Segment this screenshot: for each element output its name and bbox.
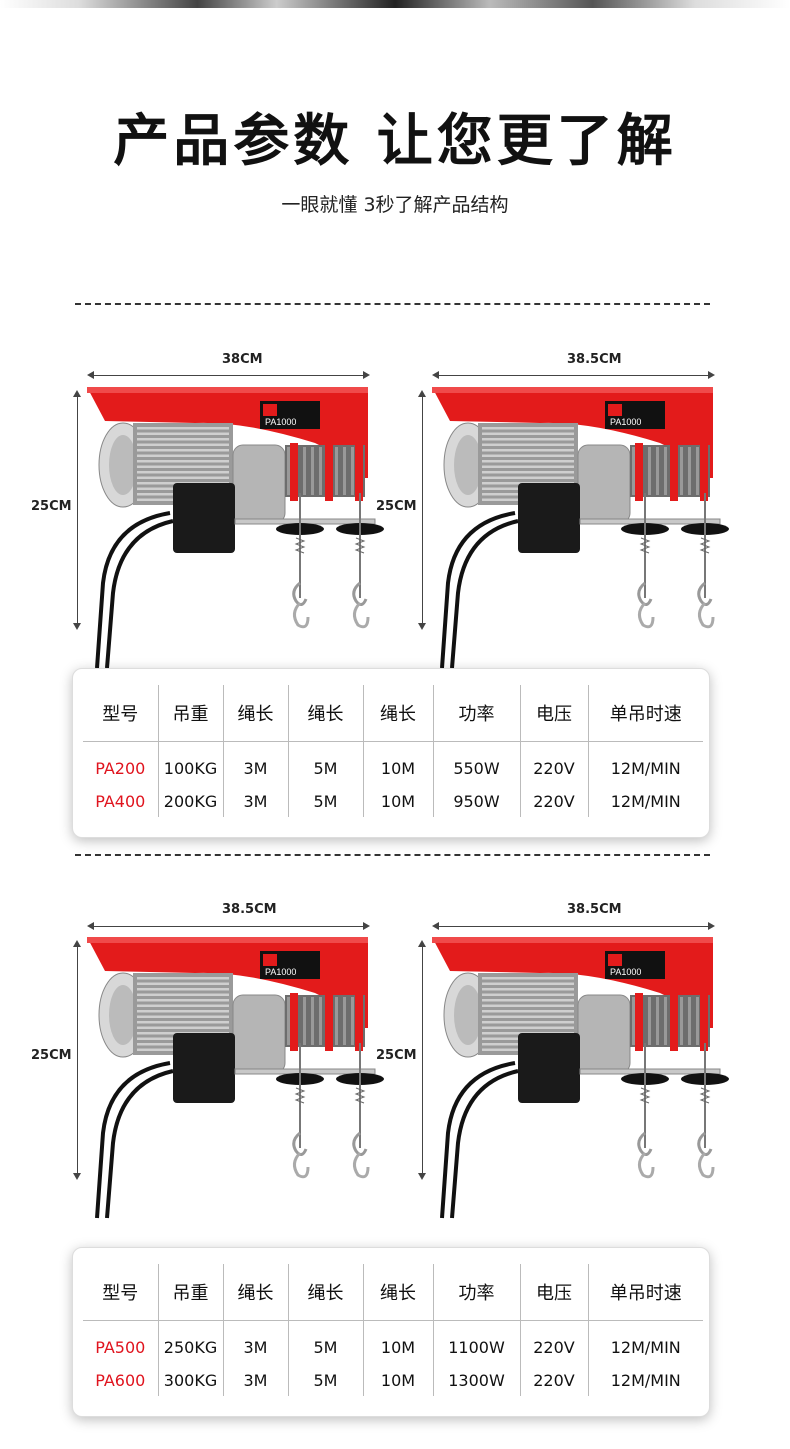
col-header-power: 功率 bbox=[433, 1264, 521, 1321]
cell-voltage: 220V bbox=[520, 741, 589, 785]
col-header-power: 功率 bbox=[433, 685, 521, 742]
dimension-width-label: 38.5CM bbox=[567, 902, 622, 917]
dimension-height-label: 25CM bbox=[376, 499, 417, 514]
cell-rope-3: 10M bbox=[363, 741, 434, 785]
hoist-image: PA1000 bbox=[432, 937, 729, 1219]
spec-table: 型号 吊重 绳长 绳长 绳长 功率 电压 单吊时速 PA200 100KG 3M… bbox=[83, 685, 703, 817]
table-row: PA400 200KG 3M 5M 10M 950W 220V 12M/MIN bbox=[83, 785, 703, 817]
cell-voltage: 220V bbox=[520, 1320, 589, 1364]
cell-rope-3: 10M bbox=[363, 1364, 434, 1396]
col-header-voltage: 电压 bbox=[520, 685, 589, 742]
divider-top bbox=[75, 303, 710, 305]
cell-power: 1300W bbox=[433, 1364, 521, 1396]
hoist-image: PA1000 bbox=[87, 937, 384, 1219]
spec-table-card-2: 型号 吊重 绳长 绳长 绳长 功率 电压 单吊时速 PA500 250KG 3M… bbox=[72, 1247, 710, 1417]
col-header-speed: 单吊时速 bbox=[588, 685, 703, 742]
dimension-width-label: 38.5CM bbox=[567, 352, 622, 367]
hoist-image: PA1000 bbox=[87, 387, 384, 669]
cell-rope-1: 3M bbox=[223, 741, 289, 785]
cell-speed: 12M/MIN bbox=[610, 791, 681, 811]
table-row: PA200 100KG 3M 5M 10M 550W 220V 12M/MIN bbox=[83, 741, 703, 785]
dimension-height-label: 25CM bbox=[376, 1048, 417, 1063]
col-header-load: 吊重 bbox=[158, 1264, 224, 1321]
cell-rope-3: 10M bbox=[363, 785, 434, 817]
cell-model: PA200 bbox=[83, 741, 159, 785]
cell-rope-1: 3M bbox=[223, 1364, 289, 1396]
hoist-image: PA1000 bbox=[432, 387, 729, 669]
cell-rope-2: 5M bbox=[288, 741, 364, 785]
cell-model: PA400 bbox=[83, 785, 159, 817]
cell-rope-2: 5M bbox=[288, 1364, 364, 1396]
cell-rope-2: 5M bbox=[288, 785, 364, 817]
svg-text:PA1000: PA1000 bbox=[265, 417, 296, 427]
top-decor-strip bbox=[0, 0, 790, 8]
page-title: 产品参数 让您更了解 bbox=[113, 109, 677, 174]
col-header-rope-1: 绳长 bbox=[223, 1264, 289, 1321]
spec-table-header-row: 型号 吊重 绳长 绳长 绳长 功率 电压 单吊时速 bbox=[83, 685, 703, 742]
dimension-width-label: 38CM bbox=[222, 352, 263, 367]
col-header-voltage: 电压 bbox=[520, 1264, 589, 1321]
cell-voltage: 220V bbox=[520, 1364, 589, 1396]
cell-rope-3: 10M bbox=[363, 1320, 434, 1364]
col-header-model: 型号 bbox=[83, 1264, 159, 1321]
svg-text:PA1000: PA1000 bbox=[610, 967, 641, 977]
divider-middle bbox=[75, 854, 710, 856]
cell-load: 200KG bbox=[158, 785, 224, 817]
cell-power: 1100W bbox=[433, 1320, 521, 1364]
col-header-rope-2: 绳长 bbox=[288, 685, 364, 742]
col-header-load: 吊重 bbox=[158, 685, 224, 742]
page-subtitle: 一眼就懂 3秒了解产品结构 bbox=[281, 194, 509, 216]
dimension-width-label: 38.5CM bbox=[222, 902, 277, 917]
cell-speed: 12M/MIN bbox=[610, 758, 681, 778]
cell-speed: 12M/MIN bbox=[610, 1337, 681, 1357]
cell-load: 300KG bbox=[158, 1364, 224, 1396]
col-header-rope-3: 绳长 bbox=[363, 685, 434, 742]
cell-power: 950W bbox=[433, 785, 521, 817]
cell-rope-2: 5M bbox=[288, 1320, 364, 1364]
table-row: PA500 250KG 3M 5M 10M 1100W 220V 12M/MIN bbox=[83, 1320, 703, 1364]
table-row: PA600 300KG 3M 5M 10M 1300W 220V 12M/MIN bbox=[83, 1364, 703, 1396]
cell-load: 100KG bbox=[158, 741, 224, 785]
col-header-rope-2: 绳长 bbox=[288, 1264, 364, 1321]
col-header-model: 型号 bbox=[83, 685, 159, 742]
col-header-rope-1: 绳长 bbox=[223, 685, 289, 742]
cell-rope-1: 3M bbox=[223, 1320, 289, 1364]
svg-text:PA1000: PA1000 bbox=[265, 967, 296, 977]
col-header-rope-3: 绳长 bbox=[363, 1264, 434, 1321]
cell-load: 250KG bbox=[158, 1320, 224, 1364]
spec-table-header-row: 型号 吊重 绳长 绳长 绳长 功率 电压 单吊时速 bbox=[83, 1264, 703, 1321]
spec-table-card-1: 型号 吊重 绳长 绳长 绳长 功率 电压 单吊时速 PA200 100KG 3M… bbox=[72, 668, 710, 838]
col-header-speed: 单吊时速 bbox=[588, 1264, 703, 1321]
dimension-height-label: 25CM bbox=[31, 499, 72, 514]
cell-model: PA600 bbox=[83, 1364, 159, 1396]
svg-text:PA1000: PA1000 bbox=[610, 417, 641, 427]
cell-power: 550W bbox=[433, 741, 521, 785]
cell-model: PA500 bbox=[83, 1320, 159, 1364]
dimension-height-label: 25CM bbox=[31, 1048, 72, 1063]
cell-rope-1: 3M bbox=[223, 785, 289, 817]
cell-voltage: 220V bbox=[520, 785, 589, 817]
cell-speed: 12M/MIN bbox=[610, 1370, 681, 1390]
spec-table: 型号 吊重 绳长 绳长 绳长 功率 电压 单吊时速 PA500 250KG 3M… bbox=[83, 1264, 703, 1396]
